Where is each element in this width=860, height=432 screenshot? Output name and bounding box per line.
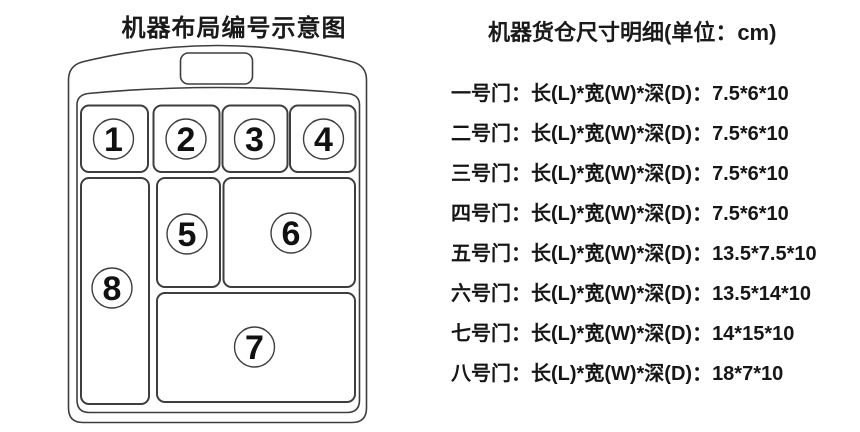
compartment-8-circle: [91, 267, 133, 309]
compartment-5-badge: 5: [166, 213, 208, 255]
compartment-5-circle: [166, 213, 208, 255]
spec-line-door-1: 一号门：长(L)*宽(W)*深(D)：7.5*6*10: [451, 83, 789, 105]
spec-line-door-3: 三号门：长(L)*宽(W)*深(D)：7.5*6*10: [451, 163, 789, 185]
spec-line-door-5: 五号门：长(L)*宽(W)*深(D)：13.5*7.5*10: [451, 243, 817, 265]
compartment-1-circle: [92, 118, 135, 160]
dimensions-list: 一号门：长(L)*宽(W)*深(D)：7.5*6*10 二号门：长(L)*宽(W…: [451, 74, 817, 394]
dimensions-panel: 机器货仓尺寸明细(单位：cm) 一号门：长(L)*宽(W)*深(D)：7.5*6…: [430, 0, 860, 432]
compartment-4-number: 4: [314, 121, 333, 159]
compartment-7-circle: [233, 326, 276, 368]
spec-line-door-6: 六号门：长(L)*宽(W)*深(D)：13.5*14*10: [451, 283, 812, 305]
compartment-3-number: 3: [245, 121, 264, 159]
layout-diagram-panel: 机器布局编号示意图 1 2: [67, 15, 368, 424]
compartment-4-circle: [302, 118, 345, 160]
compartment-6-badge: 6: [270, 212, 312, 254]
spec-line-door-7: 七号门：长(L)*宽(W)*深(D)：14*15*10: [451, 323, 795, 345]
compartment-1-badge: 1: [92, 118, 135, 160]
compartment-2-badge: 2: [165, 118, 207, 160]
dimensions-title: 机器货仓尺寸明细(单位：cm): [488, 20, 777, 45]
compartment-7-badge: 7: [233, 326, 276, 368]
compartment-6-number: 6: [282, 215, 301, 253]
compartment-2-circle: [165, 118, 207, 160]
spec-line-door-4: 四号门：长(L)*宽(W)*深(D)：7.5*6*10: [451, 203, 789, 225]
compartment-6-circle: [270, 212, 312, 254]
compartment-4-badge: 4: [302, 118, 345, 160]
compartment-8-number: 8: [103, 270, 122, 308]
spec-line-door-2: 二号门：长(L)*宽(W)*深(D)：7.5*6*10: [451, 123, 789, 145]
compartment-8-badge: 8: [91, 267, 133, 309]
spec-line-door-8: 八号门：长(L)*宽(W)*深(D)：18*7*10: [451, 363, 784, 385]
machine-display-screen: [179, 52, 254, 85]
compartment-1-number: 1: [104, 121, 123, 159]
compartment-7-number: 7: [245, 329, 264, 367]
compartment-3-badge: 3: [233, 118, 276, 160]
vending-machine-diagram: 1 2 3 4 5 6 7: [67, 44, 368, 424]
compartment-5-number: 5: [178, 216, 197, 254]
compartment-2-number: 2: [177, 121, 196, 159]
diagram-title: 机器布局编号示意图: [121, 15, 347, 42]
compartment-3-circle: [233, 118, 276, 160]
